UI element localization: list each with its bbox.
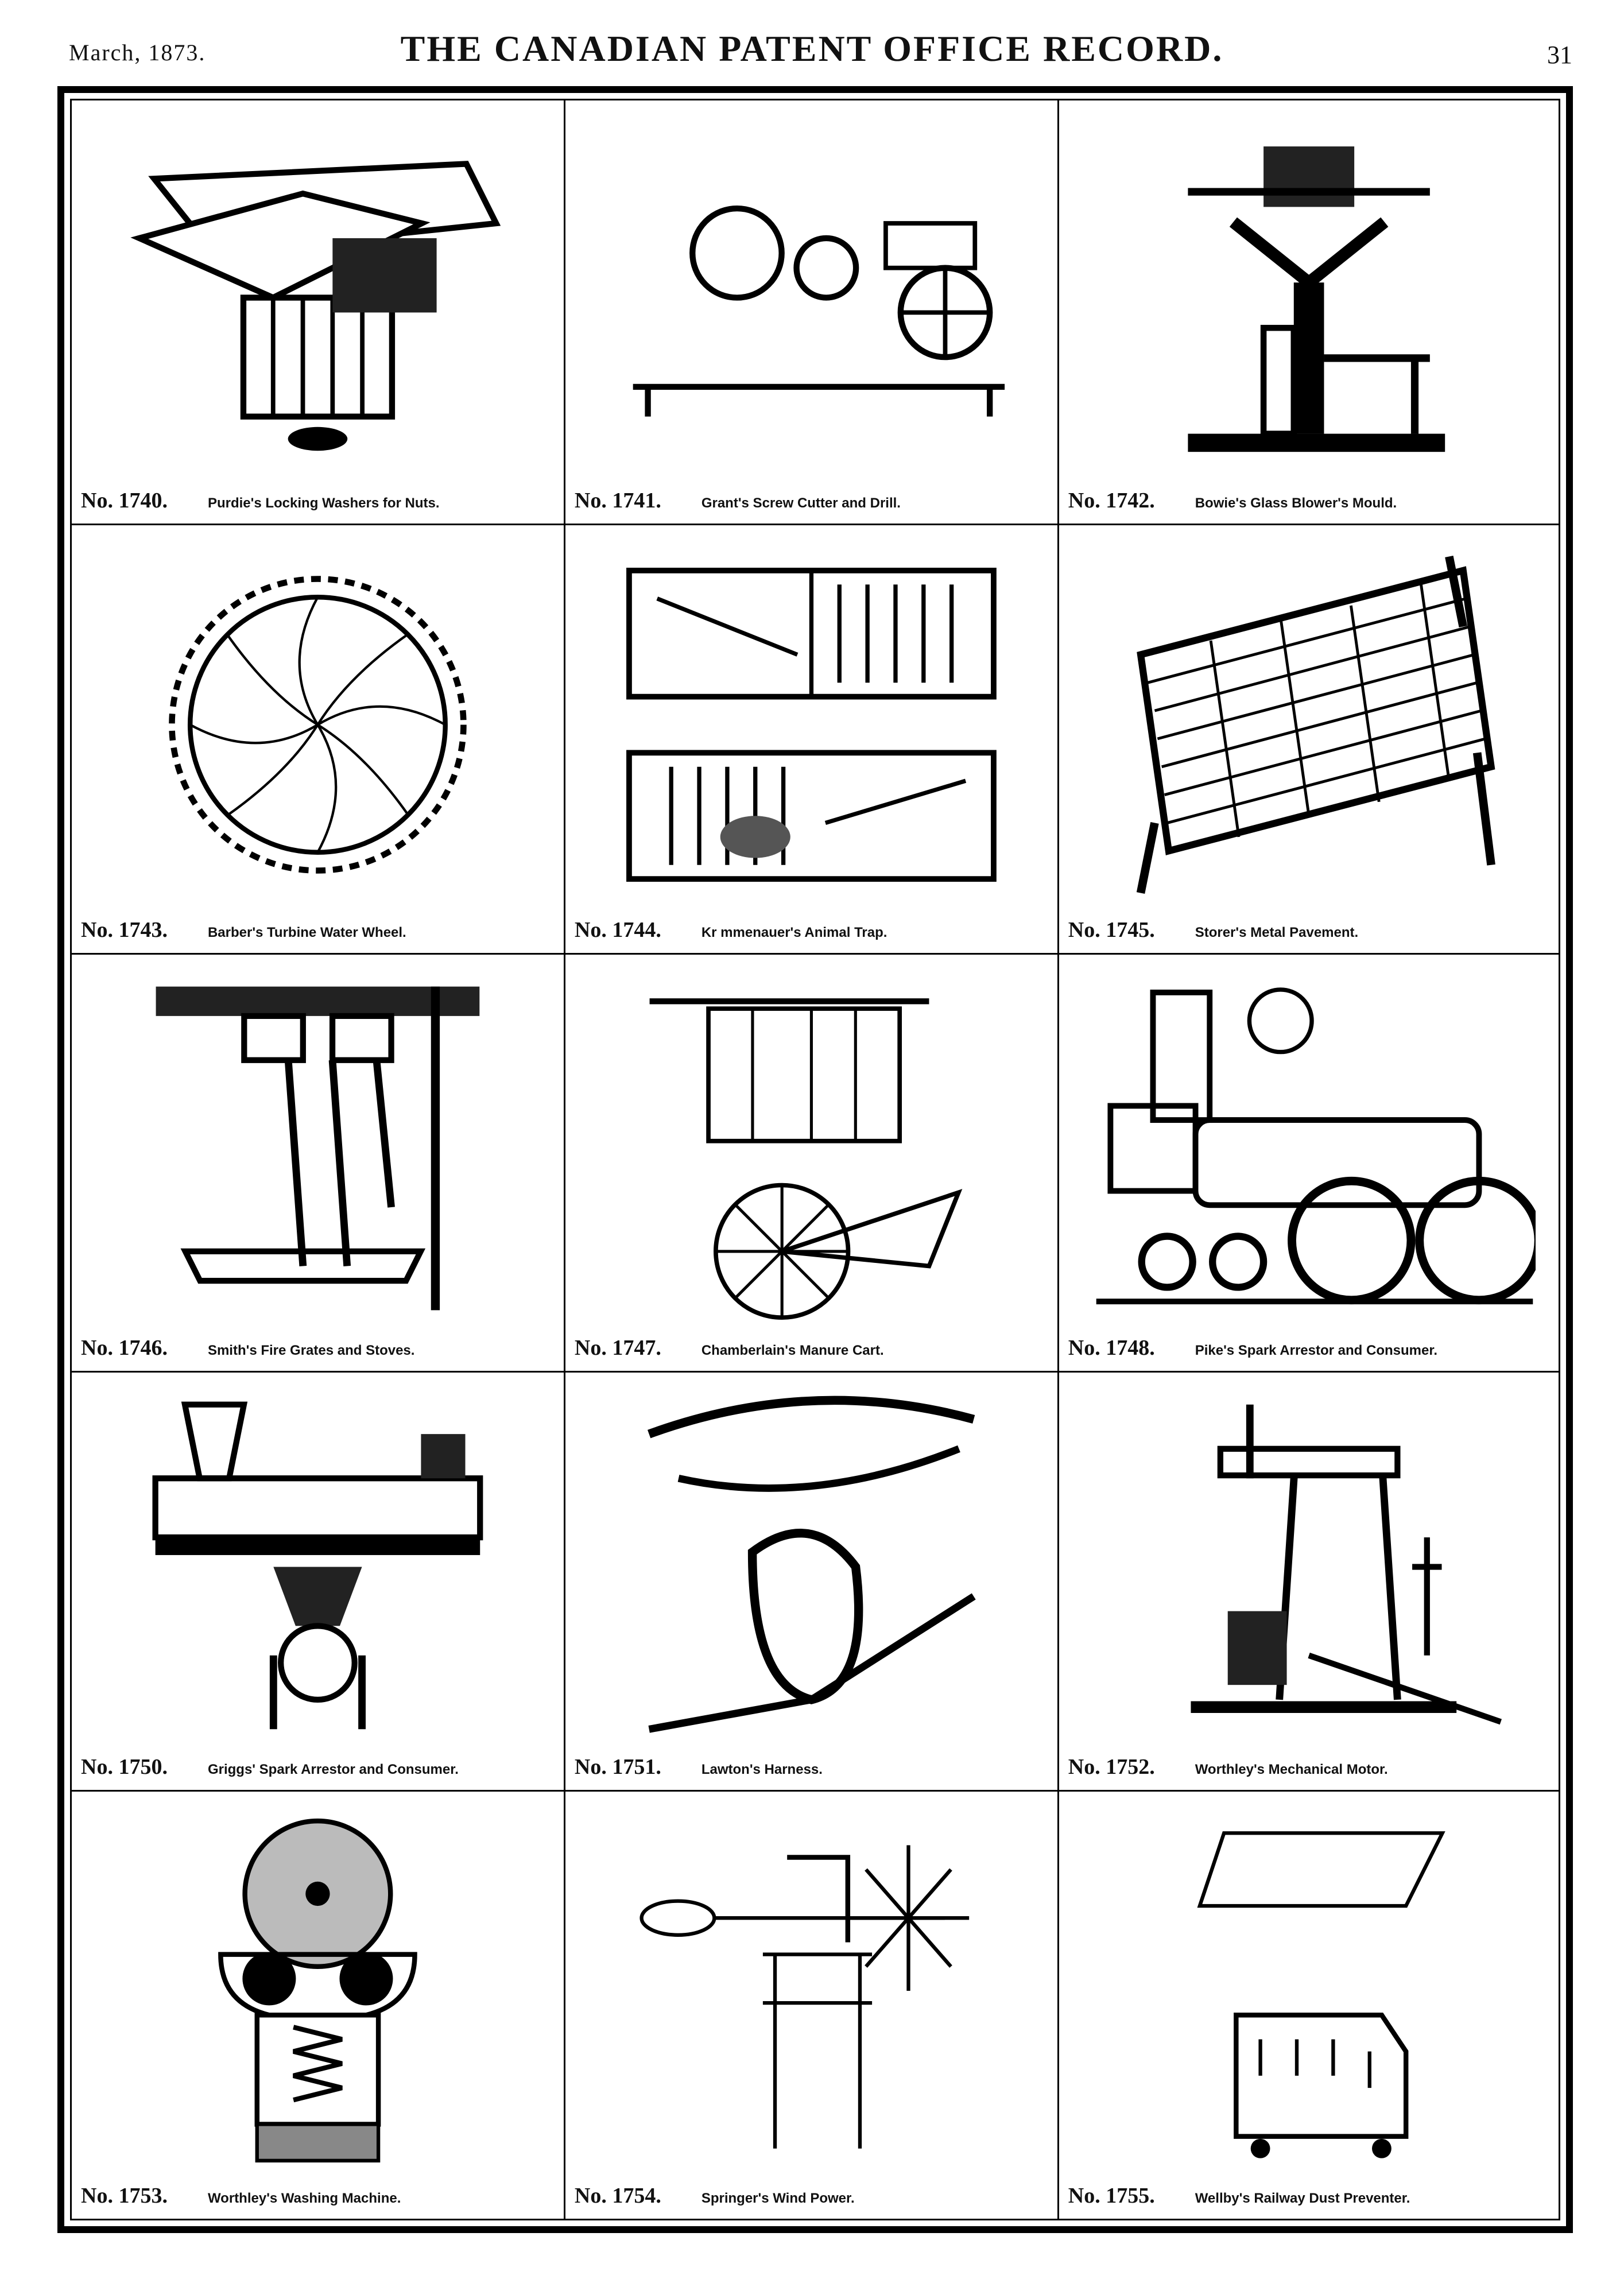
- figure-number: No. 1753.: [81, 2184, 168, 2208]
- figure-title: Storer's Metal Pavement.: [1195, 925, 1359, 940]
- washing-machine-icon: [95, 1809, 541, 2173]
- fire-grate-icon: [95, 972, 541, 1325]
- figure-cell: No. 1752. Worthley's Mechanical Motor.: [1059, 1373, 1559, 1792]
- plate-frame: No. 1740. Purdie's Locking Washers for N…: [57, 86, 1573, 2233]
- figure-cell: No. 1750. Griggs' Spark Arrestor and Con…: [72, 1373, 565, 1792]
- harness-hame-icon: [588, 1390, 1034, 1744]
- figure-number: No. 1748.: [1068, 1336, 1155, 1360]
- locomotive-icon: [1082, 972, 1536, 1325]
- figure-cell: No. 1747. Chamberlain's Manure Cart.: [565, 955, 1059, 1373]
- figure-title: Springer's Wind Power.: [701, 2191, 855, 2206]
- figure-title: Pike's Spark Arrestor and Consumer.: [1195, 1343, 1438, 1358]
- figure-number: No. 1741.: [574, 489, 661, 513]
- figure-title: Worthley's Mechanical Motor.: [1195, 1762, 1388, 1777]
- figure-cell: No. 1743. Barber's Turbine Water Wheel.: [72, 525, 565, 955]
- figure-title: Grant's Screw Cutter and Drill.: [701, 495, 901, 511]
- figure-cell: No. 1748. Pike's Spark Arrestor and Cons…: [1059, 955, 1559, 1373]
- figure-number: No. 1750.: [81, 1755, 168, 1779]
- page-title: THE CANADIAN PATENT OFFICE RECORD.: [400, 28, 1224, 69]
- mechanical-motor-icon: [1082, 1390, 1536, 1744]
- figure-number: No. 1755.: [1068, 2184, 1155, 2208]
- figure-cell: No. 1751. Lawton's Harness.: [565, 1373, 1059, 1792]
- figure-number: No. 1742.: [1068, 489, 1155, 513]
- figure-title: Kr mmenauer's Animal Trap.: [701, 925, 887, 940]
- figure-cell: No. 1754. Springer's Wind Power.: [565, 1792, 1059, 2219]
- figure-number: No. 1743.: [81, 918, 168, 942]
- page-number: 31: [1547, 41, 1572, 69]
- figure-title: Chamberlain's Manure Cart.: [701, 1343, 884, 1358]
- figure-number: No. 1746.: [81, 1336, 168, 1360]
- issue-date: March, 1873.: [69, 40, 206, 65]
- figure-number: No. 1745.: [1068, 918, 1155, 942]
- animal-trap-icon: [588, 542, 1034, 907]
- figure-title: Bowie's Glass Blower's Mould.: [1195, 495, 1397, 511]
- figure-title: Griggs' Spark Arrestor and Consumer.: [207, 1762, 459, 1777]
- figure-title: Worthley's Washing Machine.: [207, 2191, 401, 2206]
- figure-cell: No. 1740. Purdie's Locking Washers for N…: [72, 100, 565, 525]
- figure-title: Barber's Turbine Water Wheel.: [207, 925, 406, 940]
- figure-cell: No. 1742. Bowie's Glass Blower's Mould.: [1059, 100, 1559, 525]
- pavement-grid-icon: [1082, 542, 1536, 907]
- figure-cell: No. 1745. Storer's Metal Pavement.: [1059, 525, 1559, 955]
- screw-cutter-icon: [588, 118, 1034, 478]
- washer-assembly-icon: [95, 118, 541, 478]
- figure-cell: No. 1753. Worthley's Washing Machine.: [72, 1792, 565, 2219]
- figure-cell: No. 1741. Grant's Screw Cutter and Drill…: [565, 100, 1059, 525]
- figure-cell: No. 1746. Smith's Fire Grates and Stoves…: [72, 955, 565, 1373]
- figure-title: Lawton's Harness.: [701, 1762, 823, 1777]
- figure-cell: No. 1755. Wellby's Railway Dust Prevente…: [1059, 1792, 1559, 2219]
- mould-press-icon: [1082, 118, 1536, 478]
- turbine-wheel-icon: [95, 542, 541, 907]
- windmill-icon: [588, 1809, 1034, 2173]
- figure-number: No. 1751.: [574, 1755, 661, 1779]
- figure-number: No. 1744.: [574, 918, 661, 942]
- figure-number: No. 1752.: [1068, 1755, 1155, 1779]
- figure-title: Wellby's Railway Dust Preventer.: [1195, 2191, 1410, 2206]
- spark-arrestor-icon: [95, 1390, 541, 1744]
- page-header: March, 1873. THE CANADIAN PATENT OFFICE …: [0, 23, 1624, 92]
- figure-number: No. 1754.: [574, 2184, 661, 2208]
- figure-title: Purdie's Locking Washers for Nuts.: [207, 495, 440, 511]
- figure-title: Smith's Fire Grates and Stoves.: [207, 1343, 415, 1358]
- manure-cart-icon: [588, 972, 1034, 1325]
- figure-grid: No. 1740. Purdie's Locking Washers for N…: [70, 99, 1560, 2220]
- figure-number: No. 1747.: [574, 1336, 661, 1360]
- railway-car-icon: [1082, 1809, 1536, 2173]
- figure-cell: No. 1744. Kr mmenauer's Animal Trap.: [565, 525, 1059, 955]
- figure-number: No. 1740.: [81, 489, 168, 513]
